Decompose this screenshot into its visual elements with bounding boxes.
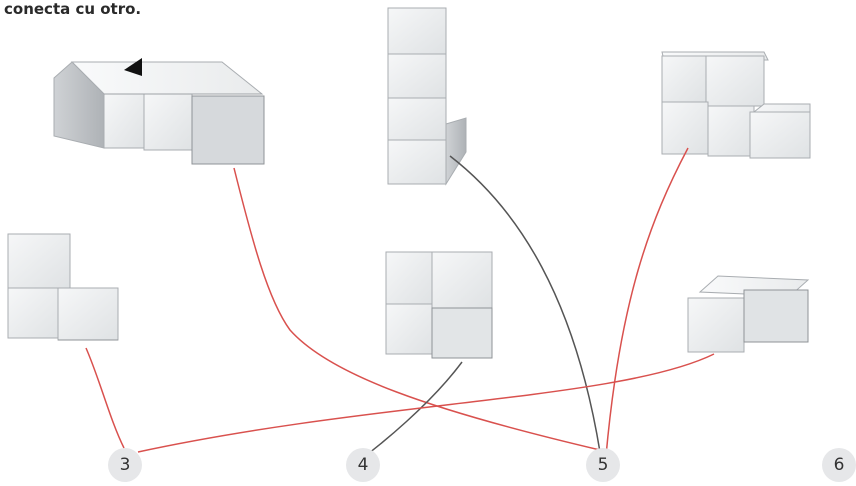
piece-corner-three	[687, 275, 810, 353]
line-square-to-4	[359, 361, 463, 461]
piece-row-of-four	[53, 58, 265, 165]
instruction-text: conecta cu otro.	[4, 0, 142, 18]
piece-tower-of-four	[387, 7, 467, 186]
line-tower-to-5	[449, 155, 601, 453]
matching-lines	[85, 147, 715, 461]
line-corner-to-3	[137, 353, 715, 453]
number-4-bubble: 4	[346, 448, 380, 482]
line-l-to-3	[85, 347, 125, 449]
line-row-to-5	[233, 167, 601, 451]
pointer-arrow-icon	[124, 58, 142, 76]
piece-l-shape-three	[7, 233, 119, 341]
number-5-bubble: 5	[586, 448, 620, 482]
line-block-to-5	[605, 147, 689, 457]
number-3-bubble: 3	[108, 448, 142, 482]
piece-square-four	[385, 251, 493, 359]
piece-two-by-two-plus-one	[661, 51, 811, 159]
number-6-bubble: 6	[822, 448, 856, 482]
